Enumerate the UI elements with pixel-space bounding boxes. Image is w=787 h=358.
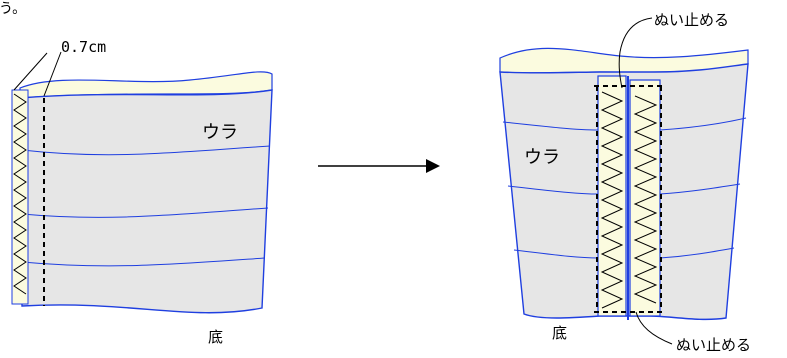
right-zigzag-stitch-right [633, 95, 658, 304]
left-pointer-line [43, 51, 62, 97]
right-zigzag-stitch-left [600, 91, 624, 309]
right-seam-allowance-right [629, 79, 661, 317]
right-panel-line [507, 185, 599, 195]
right-panel-line [659, 247, 735, 259]
right-panel-line [513, 249, 599, 259]
left-bottom-label: 底 [208, 328, 223, 346]
seam-allowance-label: 0.7cm [61, 38, 106, 56]
left-panel-line [21, 257, 266, 267]
right-panel: ぬい止める ぬい止める ウラ 底 [499, 11, 751, 354]
right-arrow [318, 159, 440, 173]
left-zigzag-stitch [13, 93, 27, 295]
stop-stitch-bottom-label: ぬい止める [676, 336, 751, 354]
right-panel-line [659, 183, 741, 195]
stop-stitch-top-pointer [618, 17, 653, 89]
left-pointer-line [13, 52, 48, 91]
right-panel-line [502, 121, 599, 131]
stop-stitch-top-label: ぬい止める [654, 11, 729, 29]
right-panel-line [659, 117, 747, 131]
left-fabric-body [19, 89, 273, 314]
left-panel: 0.7cm ウラ 底 [11, 38, 273, 346]
right-bottom-label: 底 [552, 324, 567, 342]
top-partial-text: う。 [0, 1, 26, 17]
left-wrong-side-label: ウラ [202, 122, 238, 143]
left-panel-line [21, 145, 271, 156]
left-panel-line [21, 207, 269, 218]
stop-stitch-bottom-pointer [635, 311, 673, 345]
right-wrong-side-label: ウラ [524, 147, 560, 168]
